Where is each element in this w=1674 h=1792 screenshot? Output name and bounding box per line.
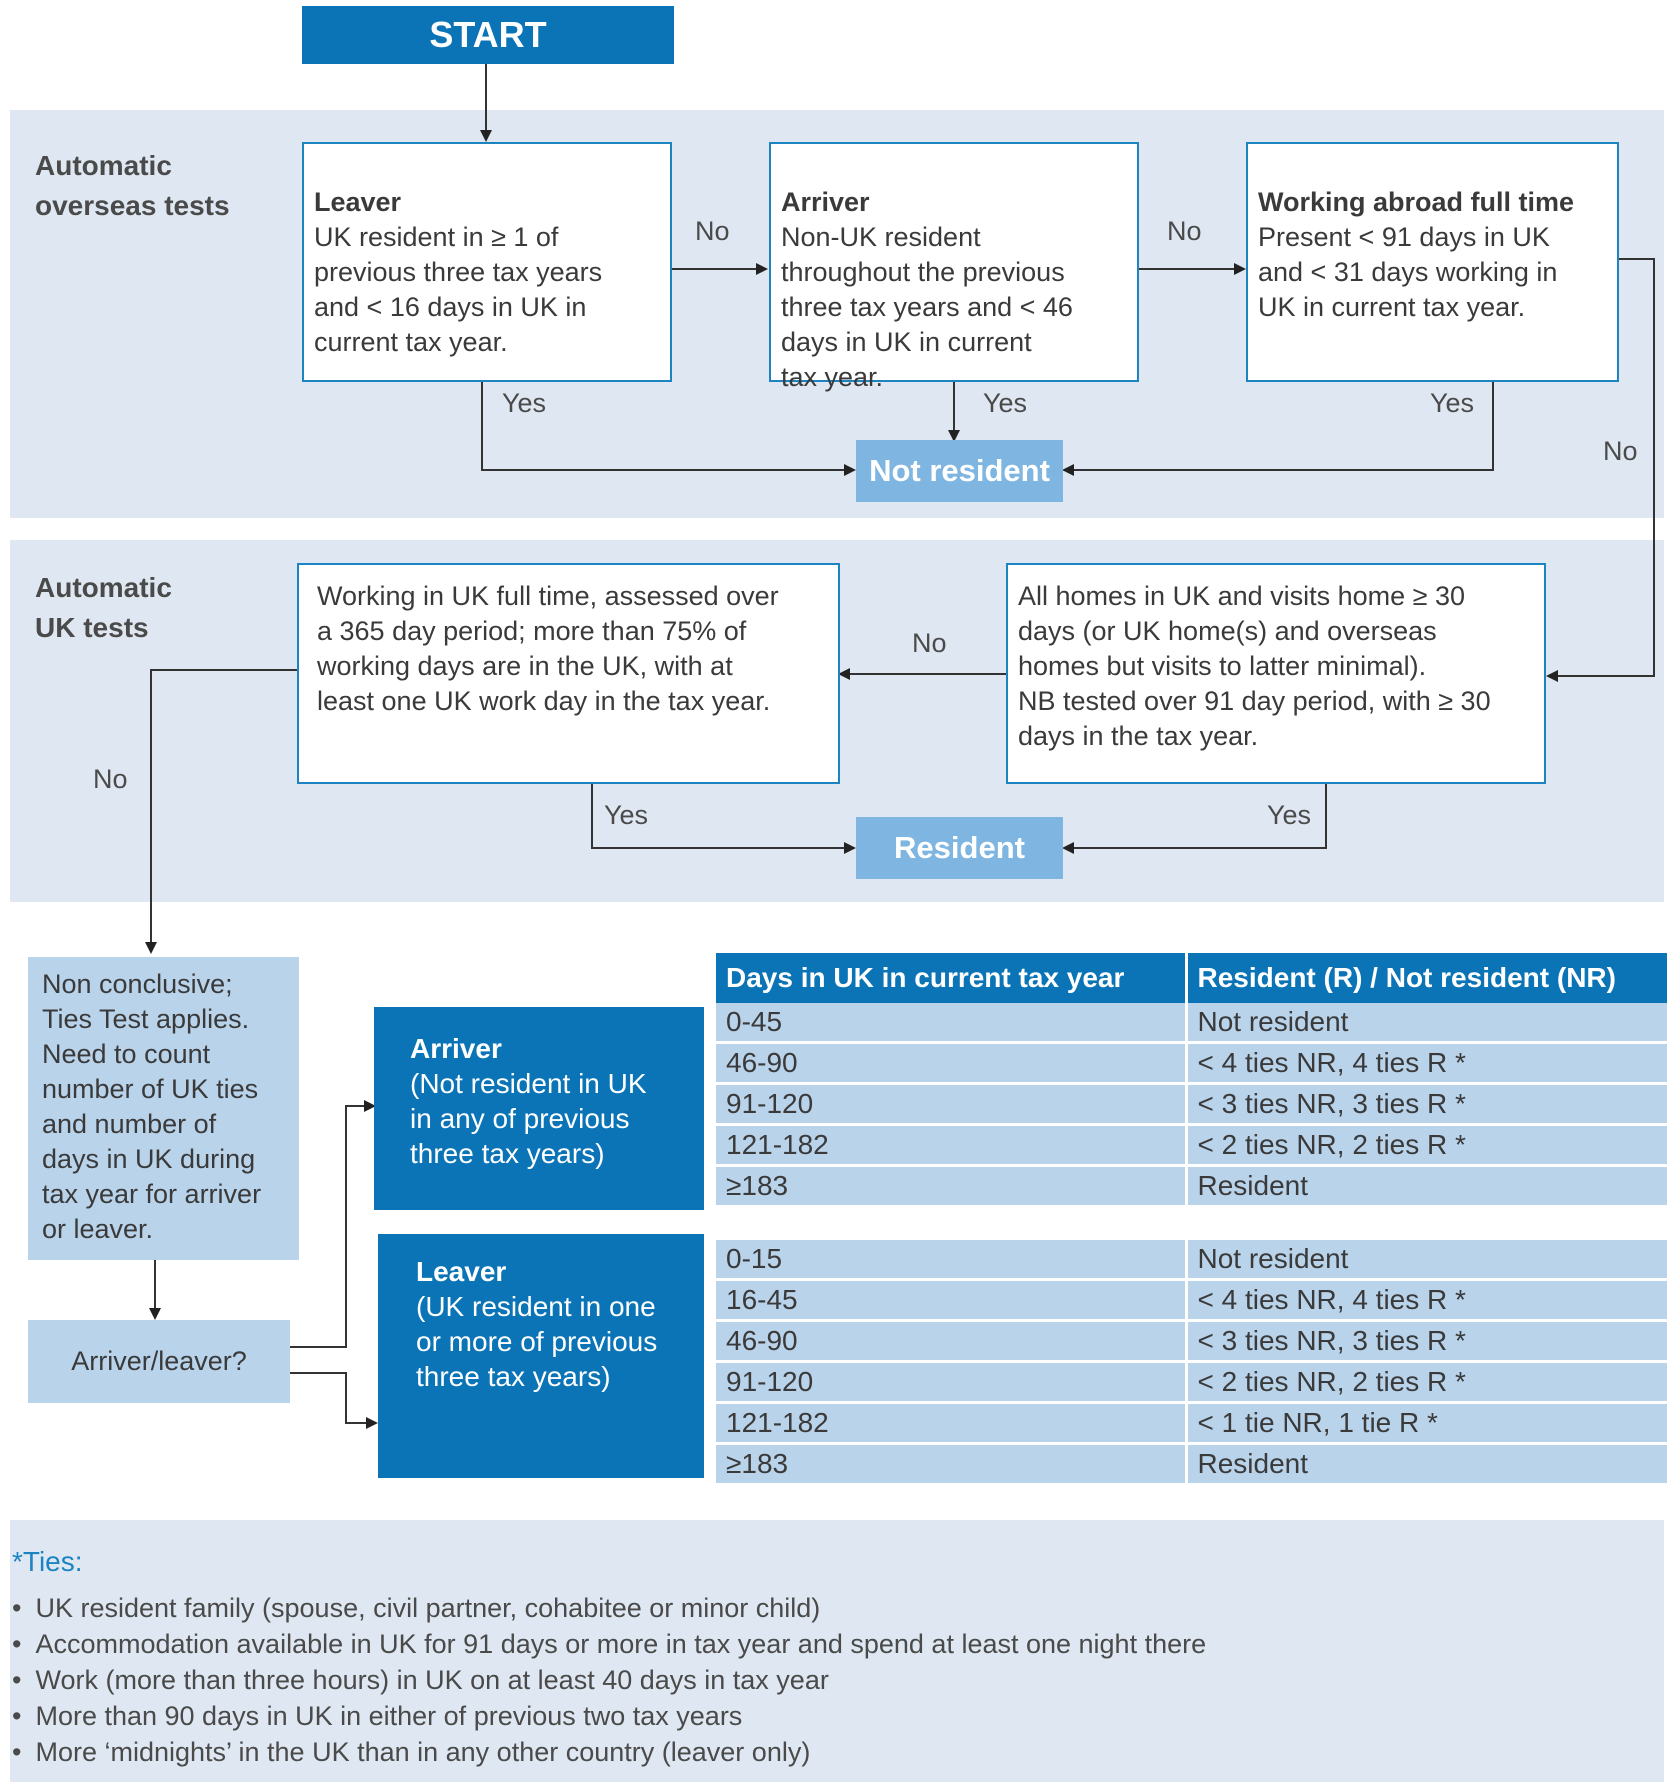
days-cell: 91-120	[716, 1083, 1188, 1126]
status-column-header: Resident (R) / Not resident (NR)	[1186, 953, 1670, 1003]
days-cell: 0-45	[716, 1003, 1188, 1044]
uk-section-title: Automatic UK tests	[35, 572, 172, 643]
abroad-test-text: Present < 91 days in UK and < 31 days wo…	[1258, 222, 1558, 322]
arriver-test-title: Arriver	[781, 187, 870, 217]
uk-work-test-box: Working in UK full time, assessed over a…	[297, 563, 840, 784]
label-no-homes: No	[912, 628, 947, 658]
table-row: 91-120< 2 ties NR, 2 ties R *	[716, 1361, 1670, 1404]
list-item: More than 90 days in UK in either of pre…	[12, 1698, 1652, 1734]
label-no-arriver: No	[1167, 216, 1202, 246]
status-cell: Resident	[1186, 1443, 1670, 1486]
arriver-leaver-question: Arriver/leaver?	[28, 1320, 290, 1403]
arrow-work-yes	[591, 784, 856, 854]
table-row: 121-182< 1 tie NR, 1 tie R *	[716, 1402, 1670, 1445]
leaver-category-text: (UK resident in one or more of previous …	[416, 1291, 658, 1392]
status-cell: < 3 ties NR, 3 ties R *	[1186, 1320, 1670, 1363]
ties-title: *Ties:	[12, 1546, 83, 1577]
arrow-work-no	[145, 669, 297, 954]
days-cell: 46-90	[716, 1320, 1188, 1363]
arrow-leaver-yes	[481, 382, 856, 476]
days-cell: 46-90	[716, 1042, 1188, 1085]
table-row: 121-182< 2 ties NR, 2 ties R *	[716, 1124, 1670, 1167]
table-row: 46-90< 3 ties NR, 3 ties R *	[716, 1320, 1670, 1363]
label-yes-leaver: Yes	[502, 388, 547, 418]
leaver-test-text: UK resident in ≥ 1 of previous three tax…	[314, 222, 603, 357]
status-cell: < 1 tie NR, 1 tie R *	[1186, 1402, 1670, 1445]
label-no-work: No	[93, 764, 128, 794]
days-cell: 121-182	[716, 1402, 1188, 1445]
table-row: 91-120< 3 ties NR, 3 ties R *	[716, 1083, 1670, 1126]
uk-homes-test-box: All homes in UK and visits home ≥ 30 day…	[1006, 563, 1546, 784]
label-yes-homes: Yes	[1267, 800, 1312, 830]
status-cell: < 3 ties NR, 3 ties R *	[1186, 1083, 1670, 1126]
arrow-to-arriver	[290, 1100, 376, 1348]
arrow-homes-yes	[1062, 784, 1327, 854]
label-yes-work: Yes	[604, 800, 649, 830]
non-conclusive-box: Non conclusive; Ties Test applies. Need …	[28, 957, 299, 1260]
leaver-category-box: Leaver (UK resident in one or more of pre…	[378, 1234, 704, 1478]
days-cell: 121-182	[716, 1124, 1188, 1167]
days-cell: 91-120	[716, 1361, 1188, 1404]
arrow-to-leaver	[290, 1372, 378, 1429]
start-box: START	[302, 6, 674, 64]
status-cell: < 2 ties NR, 2 ties R *	[1186, 1124, 1670, 1167]
not-resident-outcome: Not resident	[856, 440, 1063, 502]
arrow-abroad-no	[1546, 258, 1655, 682]
days-cell: ≥183	[716, 1165, 1188, 1208]
leaver-test-title: Leaver	[314, 187, 402, 217]
arriver-test-text: Non-UK resident throughout the previous …	[781, 222, 1073, 392]
arriver-days-table: Days in UK in current tax year Resident …	[716, 953, 1670, 1208]
status-cell: < 4 ties NR, 4 ties R *	[1186, 1279, 1670, 1322]
list-item: Work (more than three hours) in UK on at…	[12, 1662, 1652, 1698]
status-cell: < 2 ties NR, 2 ties R *	[1186, 1361, 1670, 1404]
table-row: 46-90< 4 ties NR, 4 ties R *	[716, 1042, 1670, 1085]
list-item: Accommodation available in UK for 91 day…	[12, 1626, 1652, 1662]
label-yes-arriver: Yes	[983, 388, 1028, 418]
ties-list: UK resident family (spouse, civil partne…	[12, 1590, 1652, 1770]
resident-outcome: Resident	[856, 817, 1063, 879]
status-cell: < 4 ties NR, 4 ties R *	[1186, 1042, 1670, 1085]
arrow-abroad-yes	[1062, 382, 1494, 476]
status-cell: Resident	[1186, 1165, 1670, 1208]
table-row: 16-45< 4 ties NR, 4 ties R *	[716, 1279, 1670, 1322]
label-yes-abroad: Yes	[1430, 388, 1475, 418]
days-cell: 0-15	[716, 1240, 1188, 1281]
leaver-test-box: Leaver UK resident in ≥ 1 of previous thr…	[302, 142, 672, 382]
arriver-category-text: (Not resident in UK in any of previous t…	[410, 1068, 647, 1169]
days-cell: 16-45	[716, 1279, 1188, 1322]
days-column-header: Days in UK in current tax year	[716, 953, 1188, 1003]
status-cell: Not resident	[1186, 1003, 1670, 1044]
table-header-row: Days in UK in current tax year Resident …	[716, 953, 1670, 1003]
abroad-test-title: Working abroad full time	[1258, 187, 1575, 217]
leaver-category-title: Leaver	[416, 1256, 507, 1287]
arriver-category-title: Arriver	[410, 1033, 502, 1064]
status-cell: Not resident	[1186, 1240, 1670, 1281]
label-no-leaver: No	[695, 216, 730, 246]
label-no-abroad: No	[1603, 436, 1638, 466]
overseas-section-title: Automatic overseas tests	[35, 150, 230, 221]
list-item: UK resident family (spouse, civil partne…	[12, 1590, 1652, 1626]
list-item: More ‘midnights’ in the UK than in any o…	[12, 1734, 1652, 1770]
days-cell: ≥183	[716, 1443, 1188, 1486]
arriver-category-box: Arriver (Not resident in UK in any of pre…	[374, 1007, 704, 1210]
